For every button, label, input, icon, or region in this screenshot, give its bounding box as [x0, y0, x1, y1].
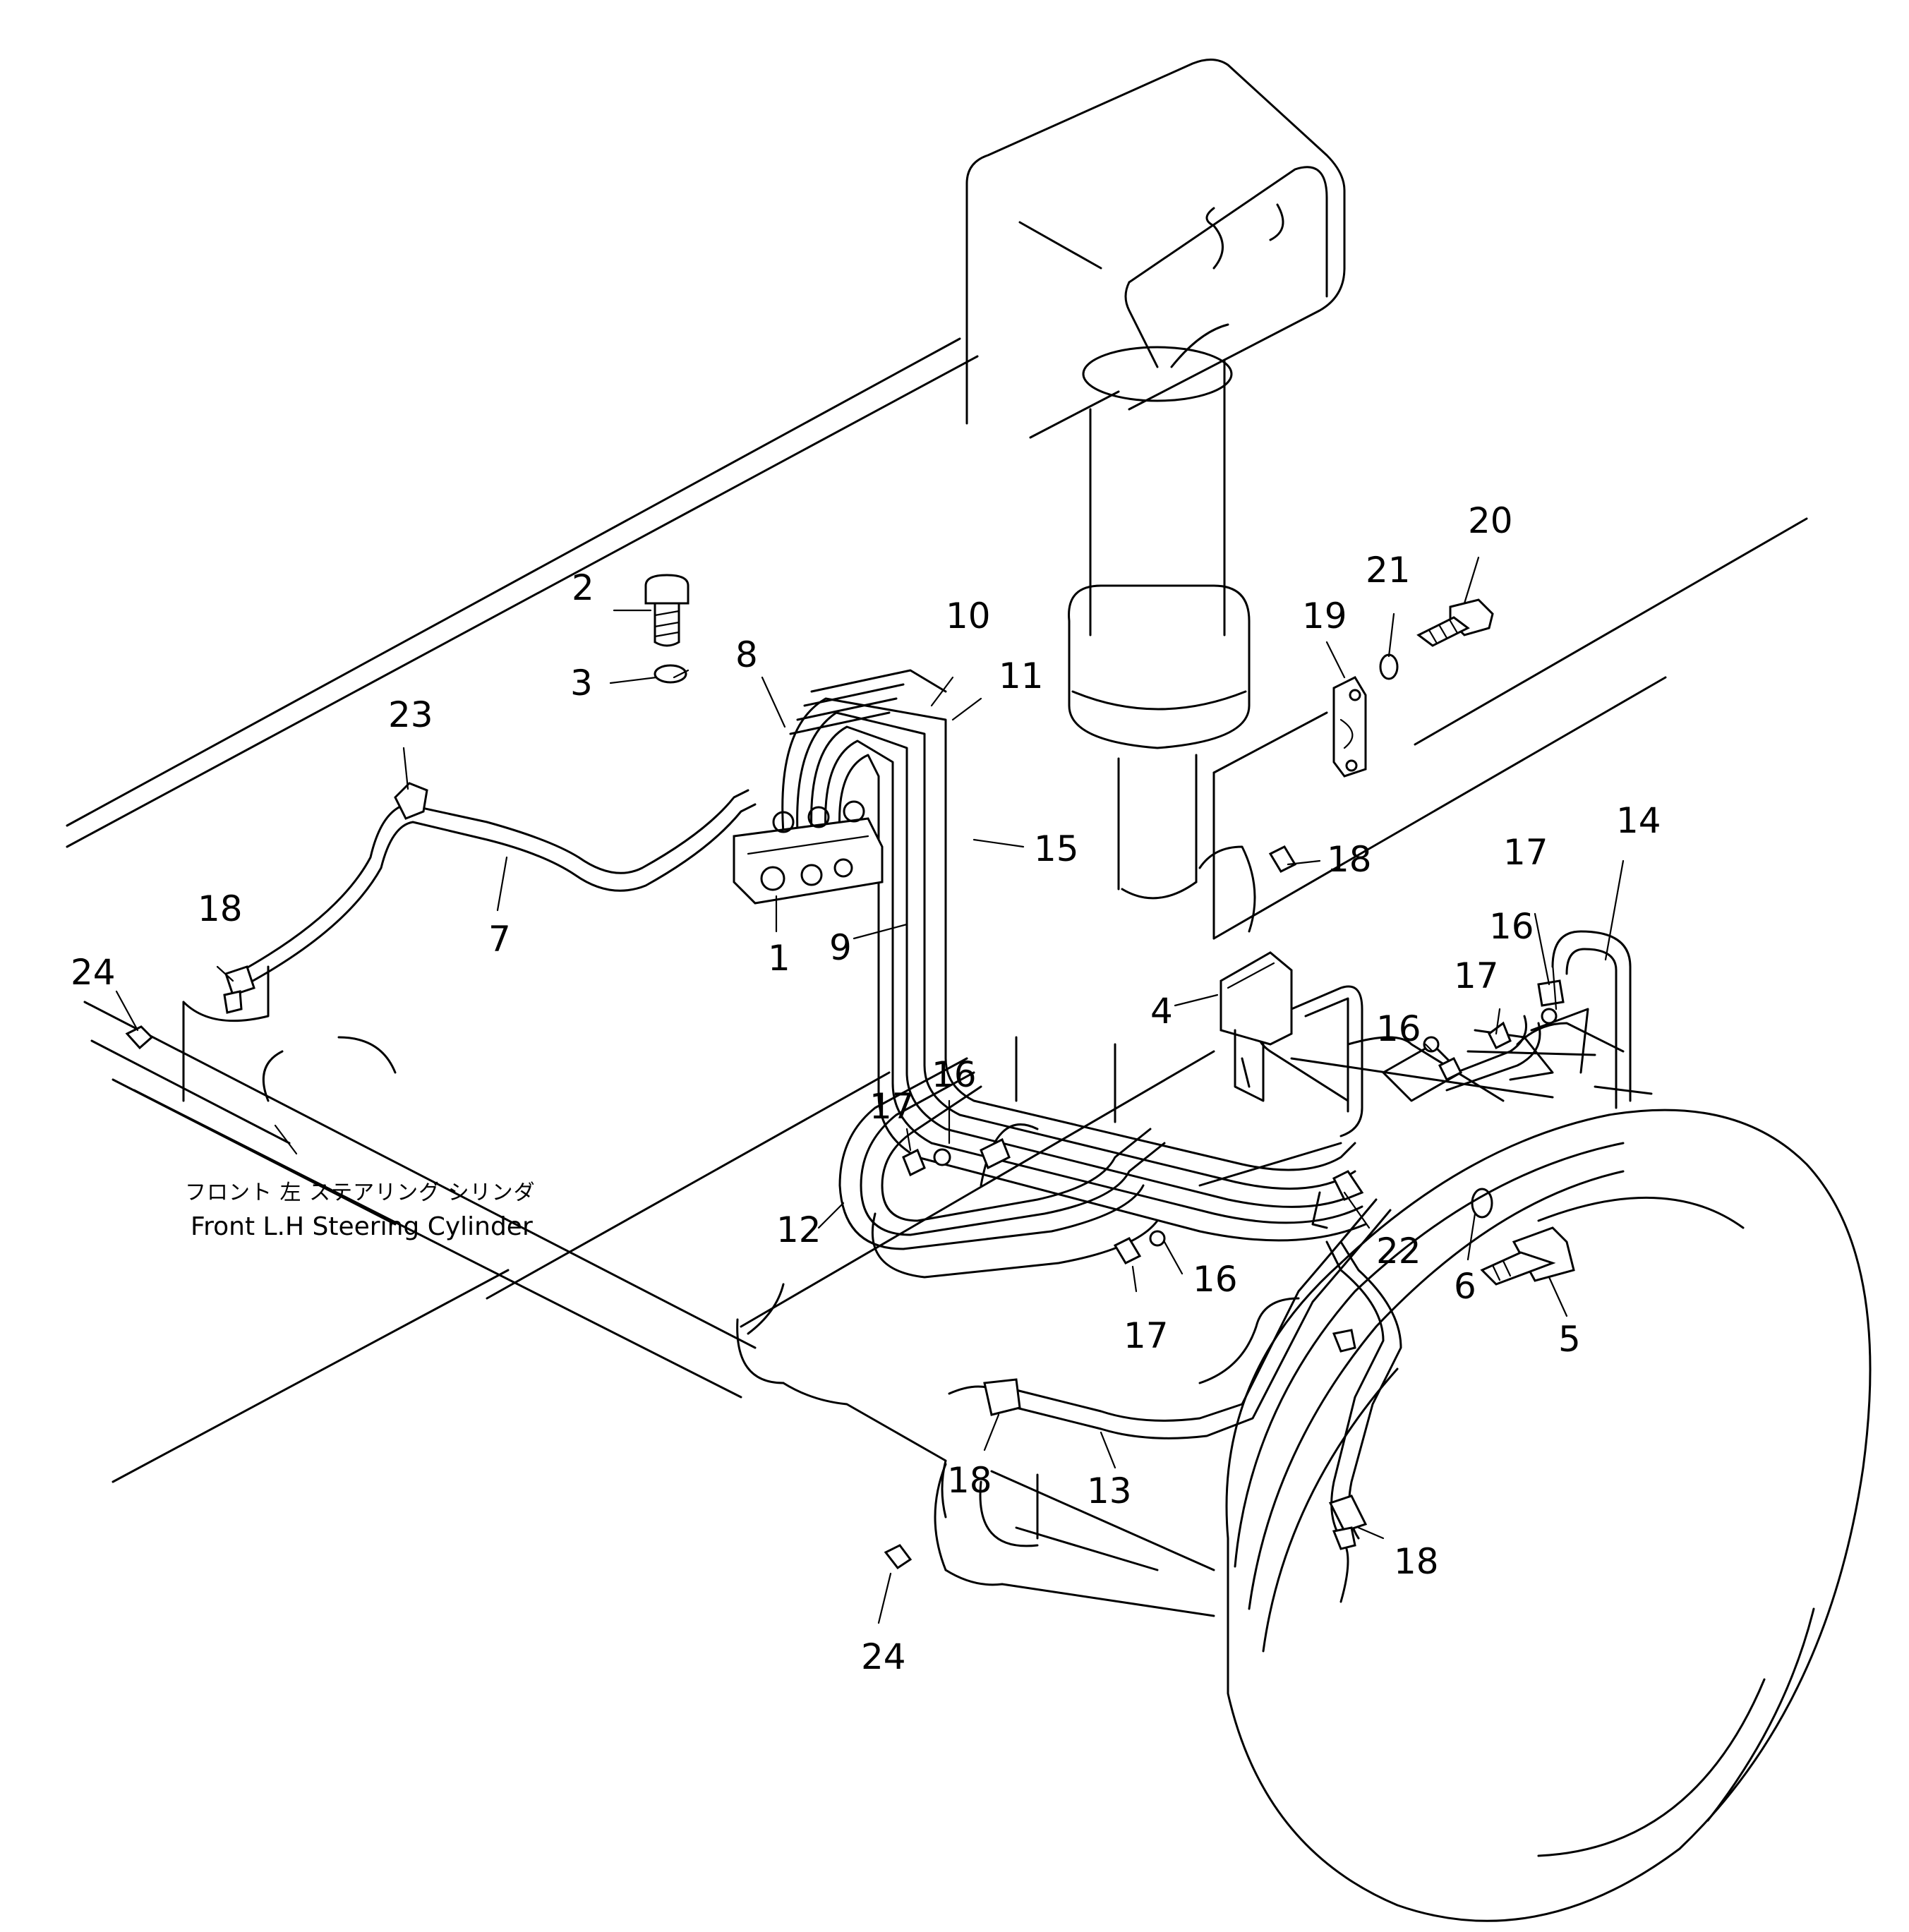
callout-14: 14: [1616, 800, 1661, 841]
callout-labels: 1234567891011121314151616161617171717181…: [71, 500, 1661, 1677]
callout-5: 5: [1558, 1319, 1581, 1360]
pipe-13: [1015, 1198, 1392, 1439]
clamp-22: [1311, 1170, 1364, 1229]
callout-6: 6: [1454, 1266, 1476, 1307]
valve-block-1: [733, 800, 884, 905]
callout-18: 18: [1394, 1541, 1439, 1582]
caption-english: Front L.H Steering Cylinder: [191, 1212, 533, 1241]
washer-3: [654, 664, 689, 684]
callout-16: 16: [932, 1054, 977, 1095]
clamp-23: [394, 782, 428, 820]
callout-18: 18: [198, 888, 243, 929]
callout-17: 17: [1454, 955, 1499, 996]
block-4: [1220, 951, 1293, 1102]
pipe-12: [838, 1057, 1166, 1279]
cylinder-caption: フロント 左 ステアリング シリンダ Front L.H Steering Cy…: [185, 1181, 536, 1241]
callout-19: 19: [1302, 596, 1347, 636]
callout-7: 7: [488, 919, 511, 960]
callout-8: 8: [735, 634, 758, 675]
wheel-tire: [1225, 1109, 1872, 1922]
callout-16: 16: [1489, 906, 1534, 947]
callout-18: 18: [947, 1460, 992, 1501]
callout-17: 17: [1124, 1315, 1169, 1356]
callout-22: 22: [1376, 1231, 1421, 1272]
hub-bracket: [1198, 1008, 1653, 1384]
steering-cylinder: [83, 965, 1625, 1617]
callout-4: 4: [1150, 991, 1173, 1032]
washer-21: [1379, 653, 1399, 680]
callout-9: 9: [829, 927, 852, 968]
pipe-to-18-right: [1325, 1240, 1402, 1603]
washer-6: [1471, 1188, 1493, 1219]
bolt-20: [1416, 598, 1494, 647]
callout-24: 24: [71, 952, 116, 993]
pipe-14: [1551, 930, 1632, 1109]
pipe-7: [235, 789, 757, 989]
callout-3: 3: [570, 663, 593, 704]
caption-japanese: フロント 左 ステアリング シリンダ: [185, 1181, 536, 1205]
callout-18: 18: [1327, 839, 1372, 880]
frame-outline: [66, 337, 1808, 1483]
callout-1: 1: [768, 938, 790, 979]
callout-11: 11: [999, 656, 1044, 696]
callout-24: 24: [861, 1636, 906, 1677]
callout-13: 13: [1087, 1471, 1132, 1511]
callout-23: 23: [388, 694, 433, 735]
pipe-bundle-8-9-10-11-15: [781, 669, 1367, 1242]
clamp-19: [1332, 676, 1367, 778]
callout-20: 20: [1468, 500, 1513, 541]
callout-21: 21: [1366, 550, 1411, 591]
bolt-2: [644, 574, 689, 647]
pipe-right-hose: [1445, 1015, 1541, 1092]
callout-15: 15: [1034, 828, 1079, 869]
fittings: [125, 845, 1565, 1570]
leader-lines: [115, 556, 1625, 1624]
callout-17: 17: [869, 1086, 915, 1127]
callout-12: 12: [776, 1209, 821, 1250]
bolt-5: [1480, 1226, 1575, 1286]
callout-17: 17: [1503, 832, 1548, 873]
callout-16: 16: [1376, 1008, 1421, 1049]
callout-16: 16: [1193, 1259, 1238, 1300]
callout-10: 10: [946, 596, 991, 636]
vertical-post: [965, 59, 1346, 933]
callout-2: 2: [572, 567, 594, 608]
